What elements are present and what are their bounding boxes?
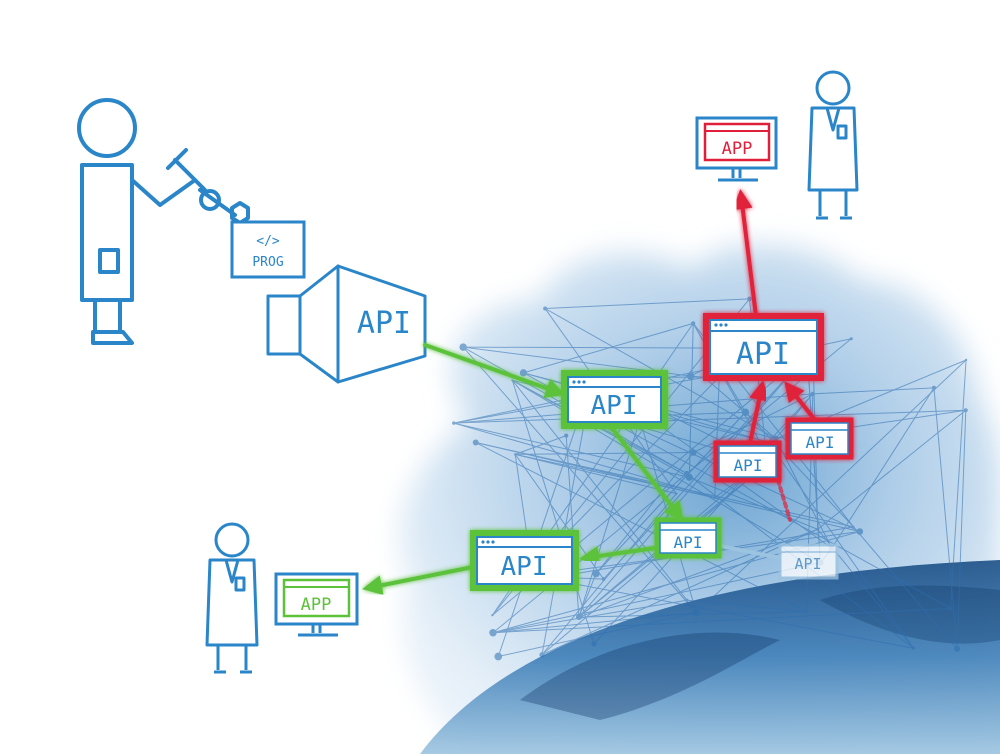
api-node-green-left: API <box>470 530 579 591</box>
api-node-green-small: API <box>654 517 722 559</box>
mesh-line <box>492 562 821 634</box>
red-connector <box>776 478 792 522</box>
earth-globe <box>420 560 1000 754</box>
mesh-line <box>767 441 914 649</box>
monitor-top-app: APP <box>695 116 778 182</box>
prog-document: </> PROG <box>230 220 306 279</box>
user-figure-top <box>807 70 859 220</box>
mesh-node <box>592 569 600 578</box>
mesh-line <box>492 607 951 634</box>
mesh-line <box>812 387 935 395</box>
mesh-line <box>624 409 966 423</box>
mesh-line <box>956 410 967 649</box>
mesh-node <box>519 369 528 377</box>
mesh-node <box>948 606 953 611</box>
api-label: API <box>591 391 638 421</box>
mesh-node <box>675 492 678 495</box>
api-node-faded: API <box>778 543 839 580</box>
mesh-line <box>688 323 694 478</box>
api-megaphone: API <box>266 264 427 384</box>
api-label: API <box>736 337 790 372</box>
mesh-line <box>603 348 814 580</box>
mesh-node <box>931 385 937 390</box>
mesh-line <box>933 387 958 649</box>
api-label: API <box>806 433 835 452</box>
mesh-line <box>475 442 860 533</box>
mesh-node <box>452 421 456 425</box>
connectors <box>362 189 817 596</box>
mesh-line <box>541 493 677 655</box>
mesh-line <box>696 359 967 614</box>
mesh-line <box>775 438 833 549</box>
mesh-node <box>692 609 700 617</box>
red-connector <box>748 380 769 445</box>
faded-connector <box>718 544 782 560</box>
mesh-line <box>578 611 807 618</box>
mesh-node <box>564 433 569 438</box>
red-connector <box>784 381 817 422</box>
mesh-line <box>853 526 958 650</box>
green-connector <box>423 343 566 398</box>
prog-label: PROG <box>252 255 283 270</box>
green-connector <box>579 546 657 566</box>
network-cloud <box>399 244 1000 754</box>
mesh-line <box>515 453 677 495</box>
api-label: API <box>501 552 548 582</box>
mesh-line <box>511 379 688 601</box>
mesh-node <box>690 449 697 456</box>
mesh-line <box>950 359 967 609</box>
mesh-line <box>462 346 697 614</box>
mesh-line <box>475 442 854 528</box>
mesh-line <box>515 452 694 455</box>
mesh-node <box>849 337 853 341</box>
mesh-line <box>492 599 688 634</box>
mesh-node <box>459 343 467 351</box>
mesh-line <box>578 573 597 618</box>
code-tag-label: </> <box>256 234 280 249</box>
mesh-line <box>578 348 814 618</box>
api-node-red-small-right: API <box>785 417 854 460</box>
mesh-node <box>494 652 503 661</box>
megaphone-label: API <box>357 306 411 341</box>
mesh-node <box>964 358 968 362</box>
mesh-line <box>475 442 807 613</box>
mesh-line <box>515 435 567 455</box>
app-label: APP <box>722 139 753 159</box>
api-node-red-large: API <box>703 313 824 381</box>
green-connector <box>610 426 684 522</box>
mesh-line <box>817 409 967 530</box>
mesh-line <box>492 612 697 634</box>
monitor-bottom-app: APP <box>274 572 359 637</box>
mesh-line <box>686 599 807 613</box>
mesh-node <box>912 646 916 650</box>
green-connector <box>362 565 475 596</box>
mesh-line <box>689 476 818 530</box>
mesh-line <box>511 380 595 645</box>
app-label: APP <box>301 595 332 615</box>
user-figure-bottom <box>205 522 259 674</box>
mesh-line <box>532 575 914 649</box>
api-node-green-center: API <box>561 370 668 429</box>
mesh-line <box>453 422 690 478</box>
mesh-node <box>591 641 597 647</box>
mesh-line <box>453 422 715 498</box>
mesh-line <box>498 612 697 657</box>
mesh-line <box>595 411 746 575</box>
red-connector <box>732 189 758 318</box>
api-label: API <box>674 533 703 552</box>
api-label: API <box>734 456 763 475</box>
mesh-node <box>805 610 808 614</box>
mesh-line <box>831 387 935 549</box>
api-node-red-small-left: API <box>713 440 782 483</box>
mesh-line <box>545 298 750 310</box>
programmer-figure <box>77 98 250 345</box>
api-label: API <box>794 555 821 573</box>
